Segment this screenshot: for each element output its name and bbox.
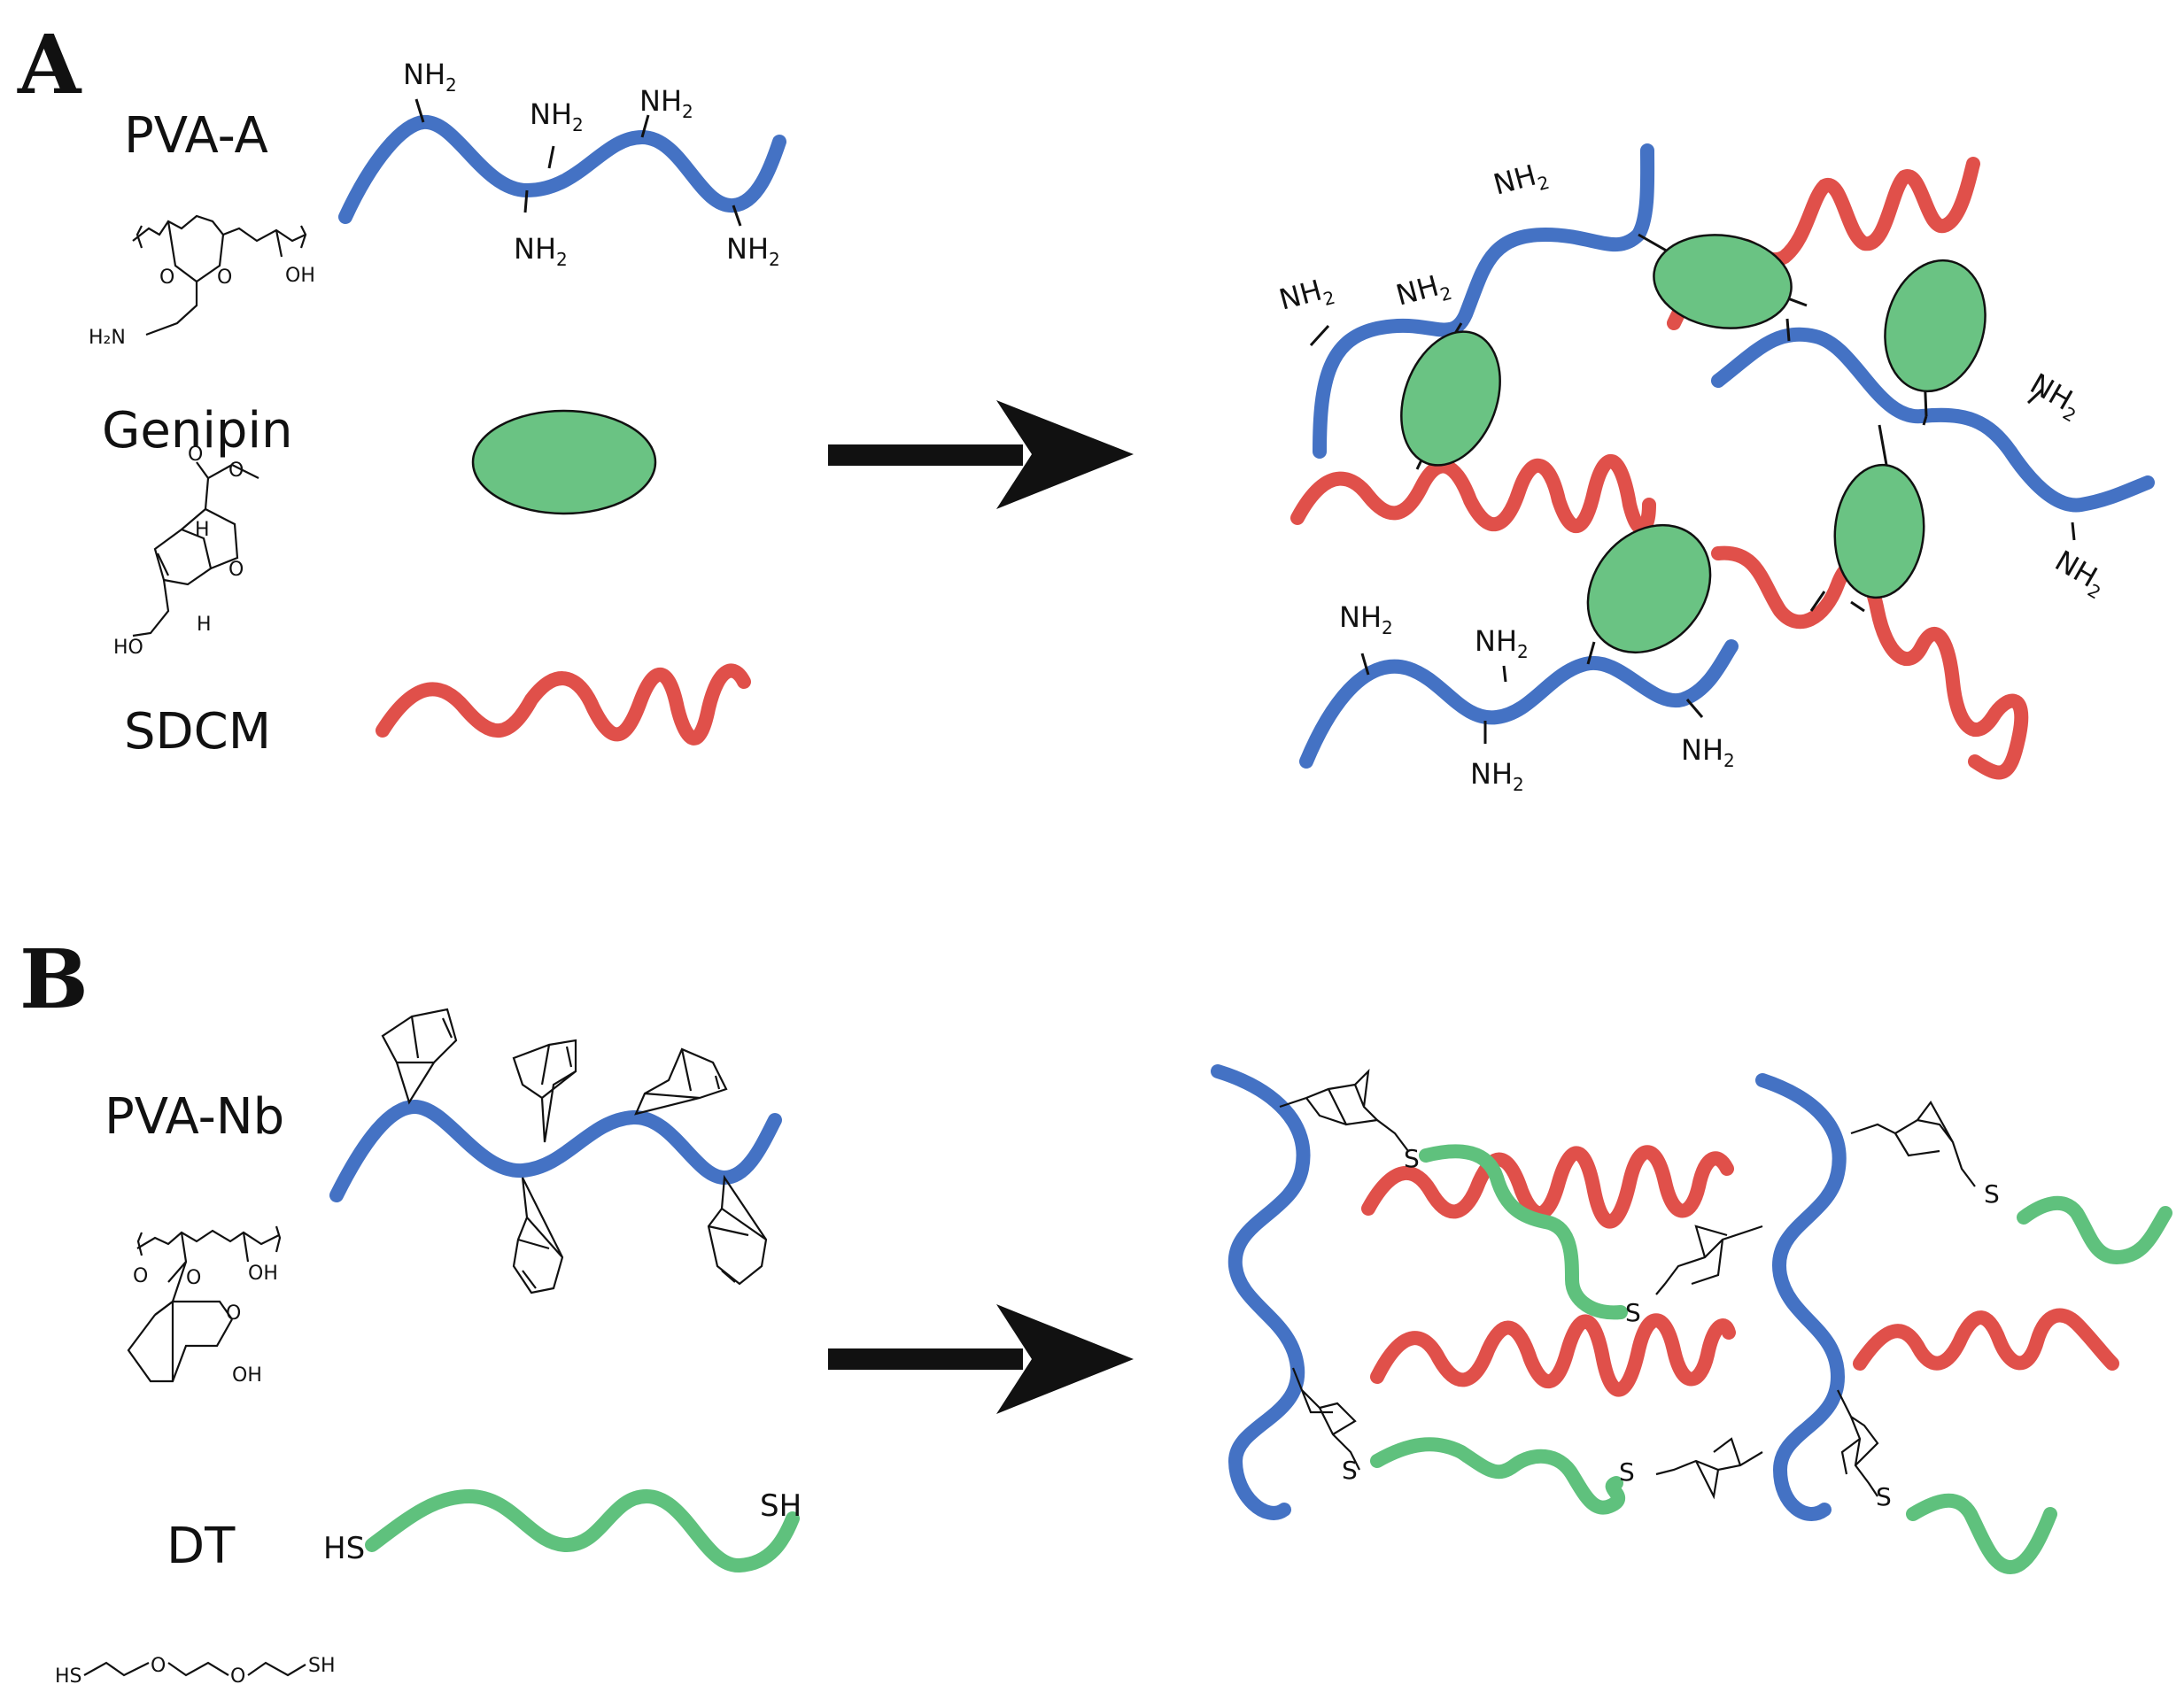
- panel-a-letter: A: [17, 17, 82, 112]
- network-b: S S S S S S: [1211, 1064, 2172, 1575]
- dt-struct-o1: O: [151, 1655, 166, 1677]
- pva-nb-label: PVA-Nb: [105, 1088, 284, 1146]
- pva-nb-o3: O: [226, 1302, 241, 1325]
- nh2-label: NH2: [1681, 733, 1735, 771]
- genipin-structure: O O O H H HO: [113, 444, 259, 659]
- reaction-arrow-a: [828, 400, 1134, 509]
- dt-struct-hs: HS: [55, 1665, 82, 1688]
- genipin-label: Genipin: [102, 402, 293, 460]
- norbornene-icon: [381, 1008, 458, 1105]
- norbornane-linker-icon: [1655, 1437, 1763, 1500]
- dt-chain: [2017, 1195, 2172, 1265]
- genipin-ellipse: [1586, 523, 1712, 654]
- pva-a-o1: O: [159, 267, 174, 289]
- pva-nb-o2: O: [186, 1267, 201, 1289]
- nh2-label: NH2: [639, 84, 693, 122]
- network-a: NH2 NH2 NH2 NH2 NH2 NH2 NH2 NH2 NH2: [1275, 143, 2155, 795]
- sdcm-chain: [1361, 1145, 1734, 1229]
- nh2-label: NH2: [1392, 266, 1454, 316]
- pva-a-chain: NH2 NH2 NH2 NH2 NH2: [338, 58, 786, 270]
- sdcm-chain: [376, 663, 751, 746]
- dt-chain: [1906, 1493, 2057, 1575]
- pva-nb-chain: [1211, 1064, 1311, 1520]
- pva-nb-oh: OH: [248, 1263, 278, 1285]
- panel-b-letter: B: [19, 931, 89, 1027]
- norbornane-linker-icon: [1837, 1389, 1879, 1497]
- nh2-label: NH2: [2048, 544, 2113, 604]
- panel-a: A PVA-A Genipin SDCM O O OH H₂N O O O H …: [17, 17, 2155, 795]
- pva-a-h2n: H₂N: [89, 327, 126, 349]
- thioether-s-label: S: [1876, 1482, 1892, 1511]
- nh2-label: NH2: [1470, 757, 1524, 795]
- panel-b: B PVA-Nb DT O O O OH OH: [19, 931, 2172, 1688]
- pva-nb-chain: [1755, 1073, 1847, 1521]
- nh2-label: NH2: [1490, 155, 1552, 205]
- dt-sh-label: SH: [760, 1488, 802, 1524]
- norbornane-linker-icon: [1279, 1068, 1409, 1152]
- thioether-s-label: S: [1625, 1298, 1641, 1327]
- thioether-s-label: S: [1404, 1144, 1420, 1173]
- genipin-ellipse: [471, 409, 657, 515]
- sdcm-chain: [1370, 1313, 1736, 1397]
- genipin-ellipse: [1400, 330, 1501, 467]
- sdcm-label: SDCM: [124, 703, 271, 761]
- nh2-label: NH2: [726, 232, 780, 270]
- genipin-o1: O: [188, 444, 203, 466]
- norbornane-linker-icon: [1850, 1100, 1976, 1187]
- dt-label: DT: [167, 1518, 236, 1575]
- nh2-label: NH2: [2023, 367, 2088, 427]
- pva-nb-chain: [329, 1008, 782, 1294]
- genipin-o3: O: [228, 559, 244, 581]
- pva-a-label: PVA-A: [124, 107, 268, 165]
- thioether-s-label: S: [1619, 1457, 1635, 1487]
- nh2-label: NH2: [1339, 600, 1393, 638]
- genipin-o2: O: [228, 460, 244, 482]
- norbornane-linker-icon: [1291, 1367, 1360, 1471]
- pva-a-chain: [1711, 327, 2155, 513]
- pva-nb-backbone: [329, 1099, 782, 1202]
- dt-chain: HS SH: [323, 1488, 802, 1572]
- sdcm-chain: [1711, 545, 2029, 780]
- dt-struct-o2: O: [230, 1665, 245, 1688]
- thioether-s-label: S: [1984, 1179, 2000, 1209]
- sdcm-chain: [1853, 1308, 2119, 1371]
- dt-backbone: [365, 1488, 800, 1572]
- norbornane-linker-icon: [1655, 1225, 1763, 1295]
- pva-a-oh: OH: [285, 265, 315, 287]
- pva-a-o2: O: [217, 267, 232, 289]
- genipin-h1: H: [195, 519, 210, 541]
- dt-struct-sh: SH: [308, 1655, 336, 1677]
- norbornene-icon: [512, 1177, 564, 1294]
- norbornene-icon: [634, 1047, 728, 1116]
- genipin-ellipse: [1884, 259, 1987, 393]
- dt-chain: [1370, 1437, 1625, 1515]
- pva-nb-structure: O O O OH OH: [127, 1225, 282, 1387]
- genipin-ho: HO: [113, 637, 143, 659]
- nh2-label: NH2: [403, 58, 457, 96]
- nh2-label: NH2: [514, 232, 568, 270]
- genipin-h2: H: [197, 614, 212, 636]
- nh2-label: NH2: [530, 97, 584, 135]
- sdcm-chain: [1290, 454, 1656, 536]
- pva-a-backbone: [338, 115, 786, 224]
- pva-nb-oh2: OH: [232, 1364, 262, 1387]
- genipin-ellipse: [1653, 234, 1793, 329]
- dt-chain: [1419, 1144, 1628, 1320]
- pva-a-chain: [1299, 639, 1739, 769]
- genipin-ellipse: [1833, 463, 1925, 599]
- dt-structure: HS O O SH: [55, 1655, 336, 1688]
- norbornene-icon: [512, 1039, 577, 1143]
- nh2-label: NH2: [1275, 270, 1337, 321]
- dt-hs-label: HS: [323, 1531, 365, 1566]
- pva-nb-o1: O: [133, 1265, 148, 1287]
- nh2-label: NH2: [1475, 624, 1529, 662]
- norbornene-icon: [707, 1174, 768, 1286]
- pva-a-structure: O O OH H₂N: [89, 214, 315, 349]
- reaction-arrow-b: [828, 1304, 1134, 1414]
- thioether-s-label: S: [1342, 1456, 1358, 1485]
